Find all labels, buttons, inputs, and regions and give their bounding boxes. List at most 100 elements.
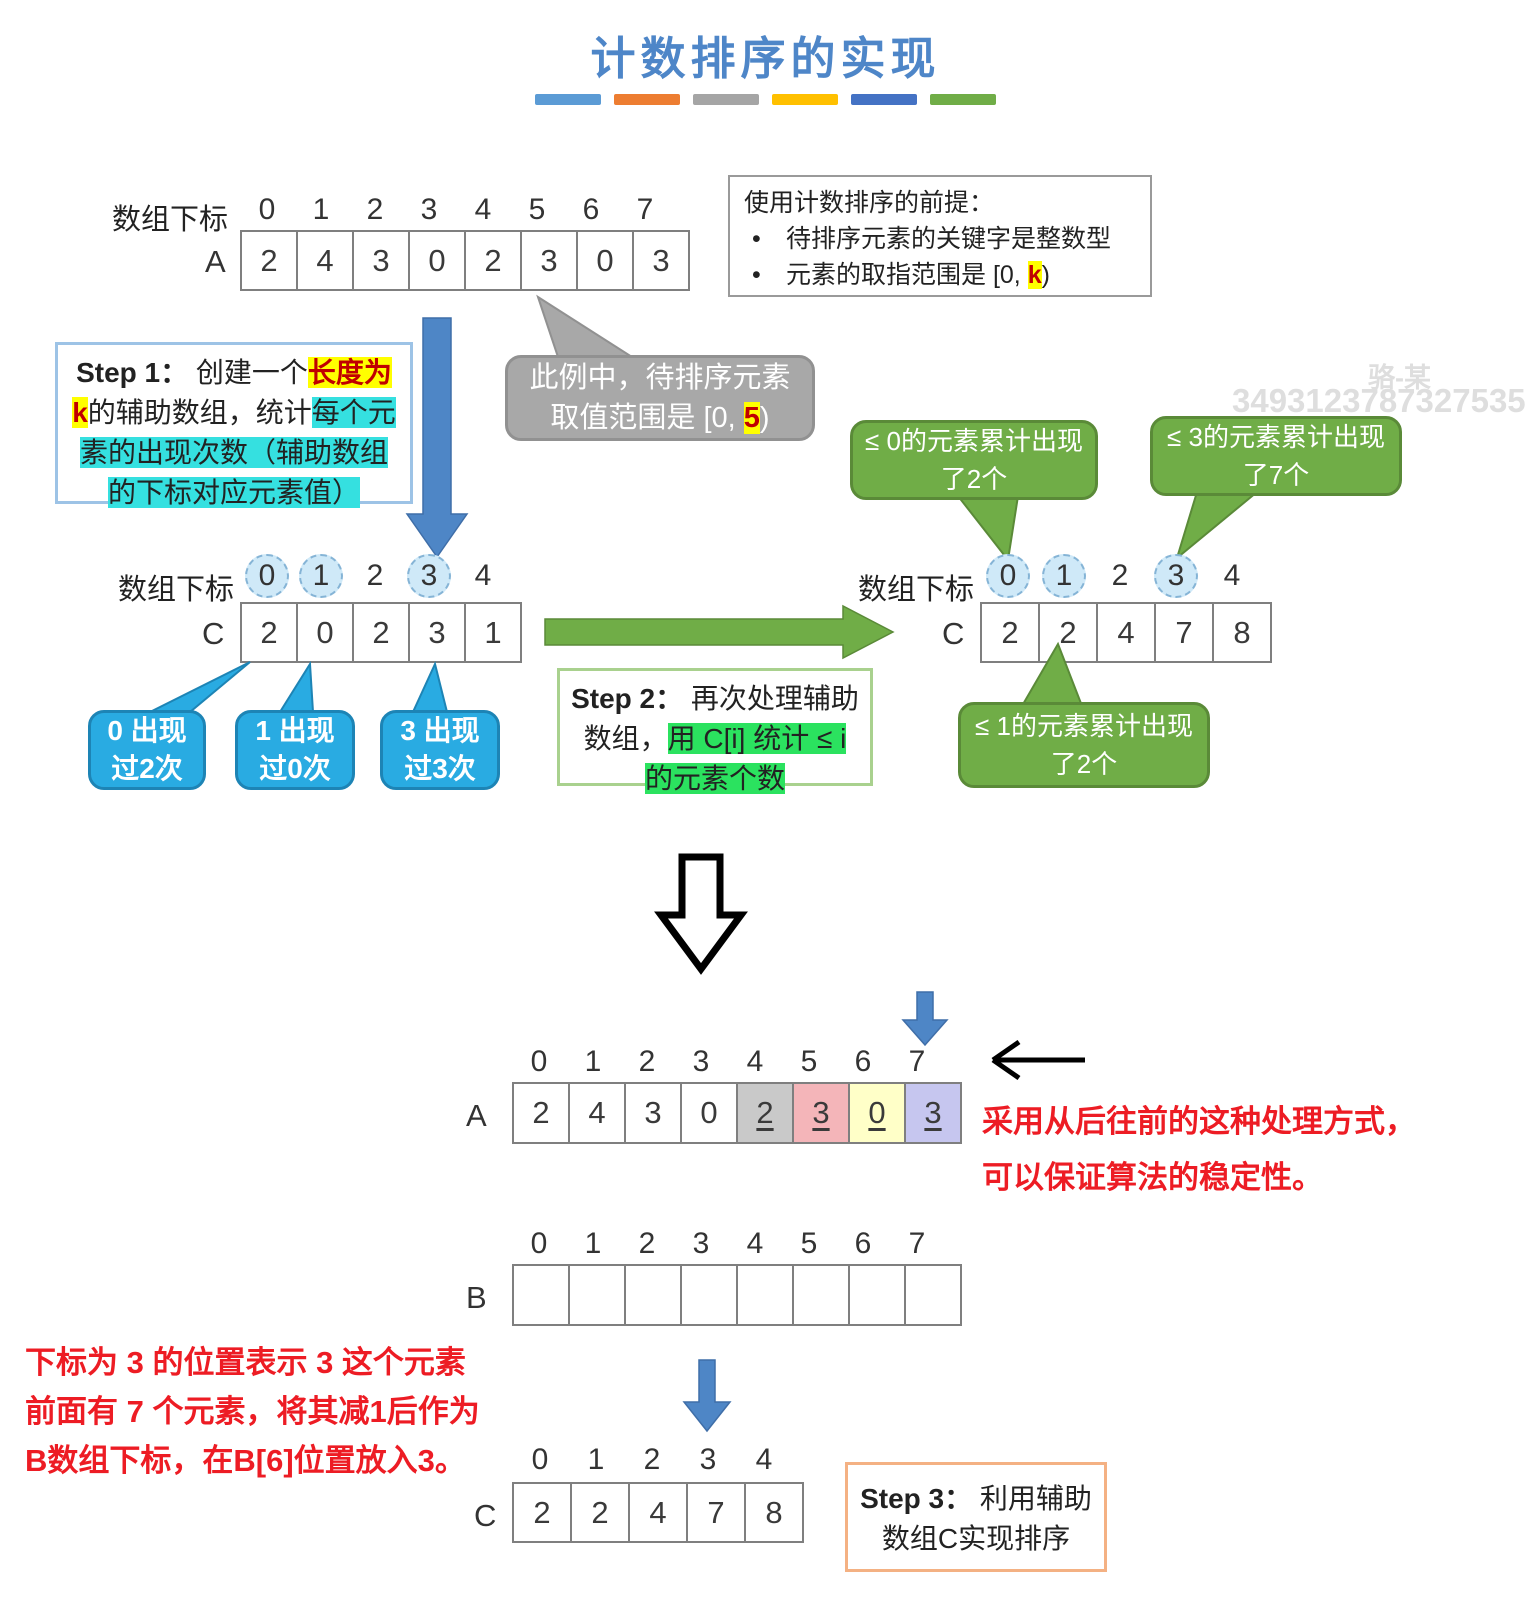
array-cell-empty (736, 1264, 794, 1326)
index-label-top: 数组下标 (112, 204, 229, 236)
index: 4 (1223, 559, 1241, 592)
index: 2 (643, 1443, 661, 1476)
top-a-label: A (205, 244, 226, 279)
index: 2 (1111, 559, 1129, 592)
cumulative-le0-bubble: ≤ 0的元素累计出现了2个 (850, 420, 1098, 500)
cumulative-le1-bubble: ≤ 1的元素累计出现了2个 (958, 702, 1210, 788)
array-cell: 4 (296, 230, 354, 291)
green-right-arrow-icon (544, 604, 895, 660)
prereq-item: •待排序元素的关键字是整数型 (752, 225, 1112, 253)
highlight-prefix-count: 用 C[i] 统计 ≤ i 的元素个数 (644, 723, 847, 794)
array-cell: 2 (464, 230, 522, 291)
blue-down-arrow-small-icon (901, 991, 949, 1047)
array-cell: 0 (296, 602, 354, 663)
count-0-bubble: 0 出现过2次 (88, 710, 206, 790)
index: 3 (692, 1045, 710, 1078)
array-cell: 3 (408, 602, 466, 663)
index: 0 (530, 1227, 548, 1260)
index: 2 (638, 1227, 656, 1260)
count-3-bubble: 3 出现过3次 (380, 710, 500, 790)
blue-bubble-tail (149, 661, 251, 713)
array-cell-empty (512, 1264, 570, 1326)
array-cell: 4 (1096, 602, 1156, 663)
array-cell: 3 (624, 1082, 682, 1144)
array-cell-processed: 3 (792, 1082, 850, 1144)
array-cell: 1 (464, 602, 522, 663)
array-cell: 4 (628, 1482, 688, 1543)
index: 3 (692, 1227, 710, 1260)
index: 0 (531, 1443, 549, 1476)
index: 4 (474, 193, 492, 226)
blue-down-arrow-icon (405, 317, 469, 559)
black-left-arrow-icon (991, 1039, 1085, 1081)
array-cell-empty (904, 1264, 962, 1326)
array-cell-processed: 0 (848, 1082, 906, 1144)
highlight-k: k (1027, 261, 1042, 289)
index: 0 (530, 1045, 548, 1078)
index: 7 (908, 1227, 926, 1260)
array-cell: 4 (568, 1082, 626, 1144)
index: 1 (584, 1227, 602, 1260)
count-1-bubble: 1 出现过0次 (235, 710, 355, 790)
blue-bubble-tail (411, 660, 449, 713)
array-cell: 2 (240, 602, 298, 663)
index: 7 (908, 1045, 926, 1078)
highlight-5: 5 (743, 402, 760, 434)
array-cell-current: 3 (904, 1082, 962, 1144)
watermark-name: 骆-某 (1368, 363, 1431, 393)
array-cell: 7 (686, 1482, 746, 1543)
index-label-left-c: 数组下标 (118, 574, 235, 606)
array-cell-empty (624, 1264, 682, 1326)
array-cell-processed: 2 (736, 1082, 794, 1144)
divider-dash (772, 94, 838, 105)
bottom-c-indices: 0 1 2 3 4 (512, 1436, 792, 1484)
index: 6 (582, 193, 600, 226)
array-cell: 2 (1038, 602, 1098, 663)
divider-dash (930, 94, 996, 105)
gray-bubble-tail (536, 294, 636, 358)
array-cell: 2 (512, 1082, 570, 1144)
step2-box: Step 2： 再次处理辅助数组，用 C[i] 统计 ≤ i 的元素个数 (557, 668, 873, 794)
index: 3 (699, 1443, 717, 1476)
array-cell: 8 (1212, 602, 1272, 663)
array-cell: 3 (632, 230, 690, 291)
index: 7 (636, 193, 654, 226)
index: 2 (638, 1045, 656, 1078)
index: 2 (366, 559, 384, 592)
index: 4 (746, 1227, 764, 1260)
placement-note: 下标为 3 的位置表示 3 这个元素 前面有 7 个元素，将其减1后作为 B数组… (25, 1345, 480, 1478)
index: 0 (258, 193, 276, 226)
watermark-number: 3493123787327535 (1232, 382, 1526, 419)
cumulative-le3-bubble: ≤ 3的元素累计出现了7个 (1150, 416, 1402, 496)
top-a-array: 2 4 3 0 2 3 0 3 (240, 230, 690, 291)
array-cell: 2 (980, 602, 1040, 663)
left-c-label: C (202, 616, 225, 651)
bottom-c-array: 2 2 4 7 8 (512, 1482, 804, 1543)
bottom-a-label: A (466, 1098, 487, 1133)
array-cell-empty (568, 1264, 626, 1326)
index: 5 (800, 1045, 818, 1078)
outline-down-arrow-icon (654, 853, 748, 975)
index: 6 (854, 1045, 872, 1078)
page-title: 计数排序的实现 (590, 34, 941, 84)
right-c-indices: 0 1 2 3 4 (980, 552, 1260, 600)
blue-bubble-tail (278, 660, 315, 713)
array-cell: 3 (352, 230, 410, 291)
bottom-a-indices: 0 1 2 3 4 5 6 7 (512, 1038, 944, 1086)
left-c-indices: 0 1 2 3 4 (240, 552, 510, 600)
stability-note: 采用从后往前的这种处理方式， 可以保证算法的稳定性。 (982, 1104, 1416, 1195)
prereq-heading: 使用计数排序的前提： (744, 189, 995, 217)
bottom-b-label: B (466, 1280, 487, 1315)
array-cell: 2 (240, 230, 298, 291)
index: 2 (366, 193, 384, 226)
top-a-indices: 0 1 2 3 4 5 6 7 (240, 186, 672, 234)
prereq-item: •元素的取指范围是 [0, k) (752, 261, 1050, 289)
index: 1 (312, 193, 330, 226)
divider-dash (693, 94, 759, 105)
index-circled: 0 (240, 552, 294, 600)
divider-dash (535, 94, 601, 105)
bottom-b-array (512, 1264, 962, 1326)
index: 4 (474, 559, 492, 592)
array-cell-empty (792, 1264, 850, 1326)
